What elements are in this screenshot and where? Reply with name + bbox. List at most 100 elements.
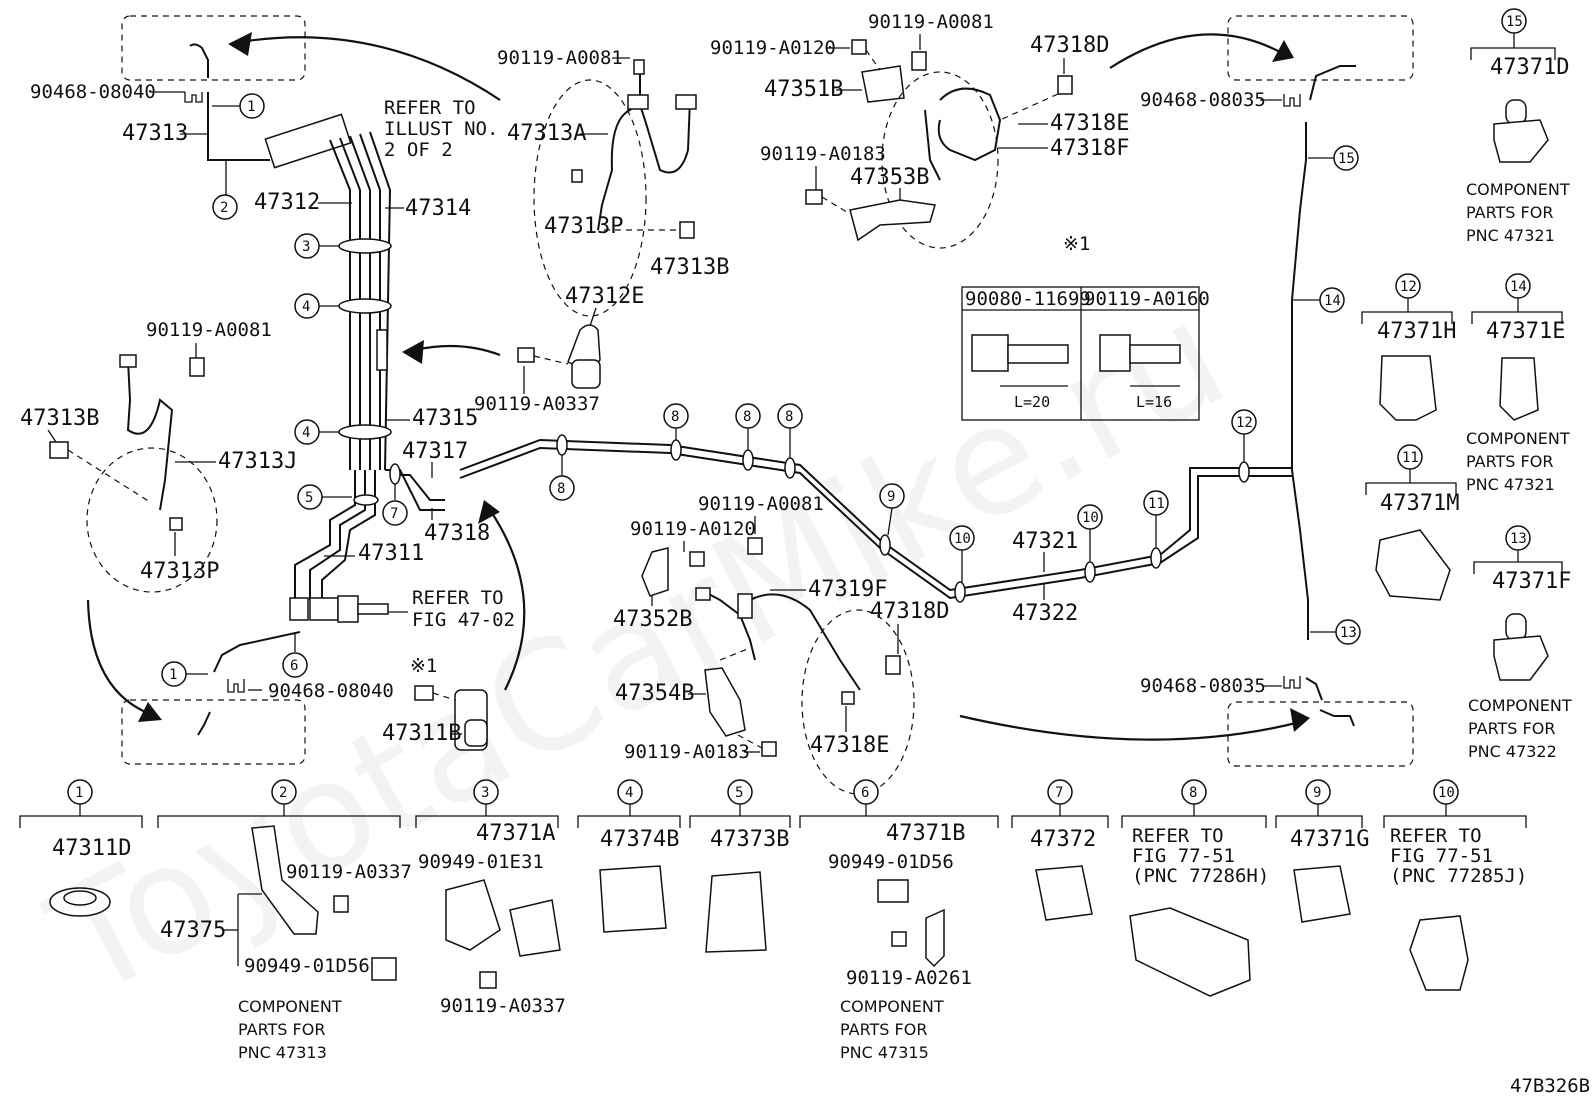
part-label-47318D-b: 47318D (870, 599, 949, 624)
svg-text:90080-11699: 90080-11699 (965, 288, 1091, 310)
svg-text:47371M: 47371M (1380, 491, 1459, 516)
arrow-to-47312e (414, 344, 501, 357)
svg-text:3: 3 (481, 785, 489, 801)
callout-10a: 10 (949, 525, 975, 582)
svg-text:8: 8 (743, 409, 751, 425)
part-label-47313J: 47313J (218, 449, 297, 474)
svg-text:15: 15 (1506, 14, 1523, 30)
svg-text:7: 7 (390, 506, 398, 522)
svg-text:14: 14 (1510, 279, 1527, 295)
callout-14a: 14 (1292, 287, 1345, 313)
svg-text:8: 8 (1189, 785, 1197, 801)
component-47371M: 11 47371M (1365, 444, 1459, 601)
clip-icon-90468-d (1262, 676, 1301, 689)
svg-text:47372: 47372 (1030, 827, 1096, 852)
part-label-47322: 47322 (1012, 601, 1078, 626)
component-47311D: 1 47311D (19, 779, 143, 917)
part-label-47354B: 47354B (615, 681, 694, 706)
callout-8d: 8 (777, 403, 803, 458)
part-label-47311: 47311 (358, 541, 424, 566)
svg-text:14: 14 (1324, 293, 1341, 309)
bracket-47351B (851, 39, 927, 103)
part-label-47315: 47315 (412, 406, 478, 431)
callout-11a: 11 (1143, 490, 1169, 548)
svg-text:3: 3 (302, 239, 310, 255)
part-label-47351B: 47351B (764, 77, 843, 102)
part-label-47317: 47317 (402, 439, 468, 464)
svg-text:90119-A0261: 90119-A0261 (846, 967, 972, 989)
detail-box-top-right (1109, 15, 1414, 101)
callout-8b: 8 (663, 403, 689, 440)
svg-text:47371D: 47371D (1490, 55, 1569, 80)
component-47371B: 6 47371B 90949-01D56 90119-A0261 COMPONE… (799, 779, 999, 1062)
svg-text:10: 10 (1438, 785, 1455, 801)
callout-8c: 8 (735, 403, 761, 450)
svg-text:4: 4 (302, 425, 310, 441)
bracket-47354B (704, 647, 777, 757)
callout-9a: 9 (879, 483, 905, 536)
callout-4a: 4 (294, 293, 340, 319)
bolt-table: ※1 90080-11699 90119-A0160 L=20 L=16 (961, 233, 1210, 421)
bracket-47352B (641, 537, 763, 597)
part-label-90468-08035-b: 90468-08035 (1140, 675, 1266, 697)
svg-text:11: 11 (1402, 450, 1419, 466)
part-label-90468-08040-a: 90468-08040 (30, 81, 156, 103)
tube-bundle-upper (264, 113, 392, 471)
svg-text:47373B: 47373B (710, 827, 789, 852)
component-47371A: 3 47371A 90949-01E31 90119-A0337 (415, 779, 566, 1017)
tube-bundle-lower (289, 463, 445, 623)
svg-text:47371H: 47371H (1377, 319, 1456, 344)
svg-text:12: 12 (1236, 415, 1253, 431)
svg-text:90119-A0160: 90119-A0160 (1084, 288, 1210, 310)
svg-text:9: 9 (887, 489, 895, 505)
svg-text:47374B: 47374B (600, 827, 679, 852)
svg-text:47311D: 47311D (52, 836, 131, 861)
hose-47319F (695, 587, 861, 691)
svg-text:6: 6 (861, 785, 869, 801)
svg-text:L=16: L=16 (1136, 393, 1172, 411)
part-label-47313P-b: 47313P (140, 559, 219, 584)
svg-text:8: 8 (671, 409, 679, 425)
hose-group-47318F (881, 71, 1073, 249)
svg-text:90949-01D56: 90949-01D56 (244, 955, 370, 977)
svg-text:4: 4 (302, 299, 310, 315)
svg-text:15: 15 (1338, 151, 1355, 167)
component-47374B: 4 47374B (577, 779, 681, 933)
part-label-47313B-b: 47313B (20, 406, 99, 431)
svg-text:13: 13 (1510, 531, 1527, 547)
callout-6a: 6 (282, 634, 308, 678)
figure-id: 47B326B (1510, 1075, 1590, 1097)
part-label-47312: 47312 (254, 190, 320, 215)
callout-15a: 15 (1308, 145, 1359, 171)
part-label-47313: 47313 (122, 121, 188, 146)
svg-text:10: 10 (1082, 510, 1099, 526)
svg-text:2: 2 (220, 200, 228, 216)
part-label-47313A: 47313A (507, 121, 586, 146)
callout-3a: 3 (294, 233, 340, 259)
svg-text:5: 5 (305, 490, 313, 506)
part-label-47314: 47314 (405, 196, 471, 221)
svg-text:12: 12 (1400, 279, 1417, 295)
part-label-47318E-a: 47318E (1050, 111, 1129, 136)
bracket-47312E (517, 324, 601, 389)
svg-text:47371B: 47371B (886, 821, 965, 846)
part-label-47318F: 47318F (1050, 136, 1129, 161)
part-label-47312E: 47312E (565, 284, 644, 309)
mark-1: ※1 (410, 655, 437, 677)
hose-group-47313J (49, 354, 218, 593)
callout-2a: 2 (212, 160, 238, 220)
svg-text:2: 2 (279, 785, 287, 801)
svg-text:90949-01E31: 90949-01E31 (418, 851, 544, 873)
tube-to-left-rear (213, 631, 301, 673)
part-label-90119-A0120-b: 90119-A0120 (630, 518, 756, 540)
detail-box-bottom-right (959, 677, 1414, 767)
part-label-90119-A0081-a: 90119-A0081 (497, 47, 623, 69)
detail-box-top-left (121, 15, 501, 101)
part-label-47311B: 47311B (382, 721, 461, 746)
